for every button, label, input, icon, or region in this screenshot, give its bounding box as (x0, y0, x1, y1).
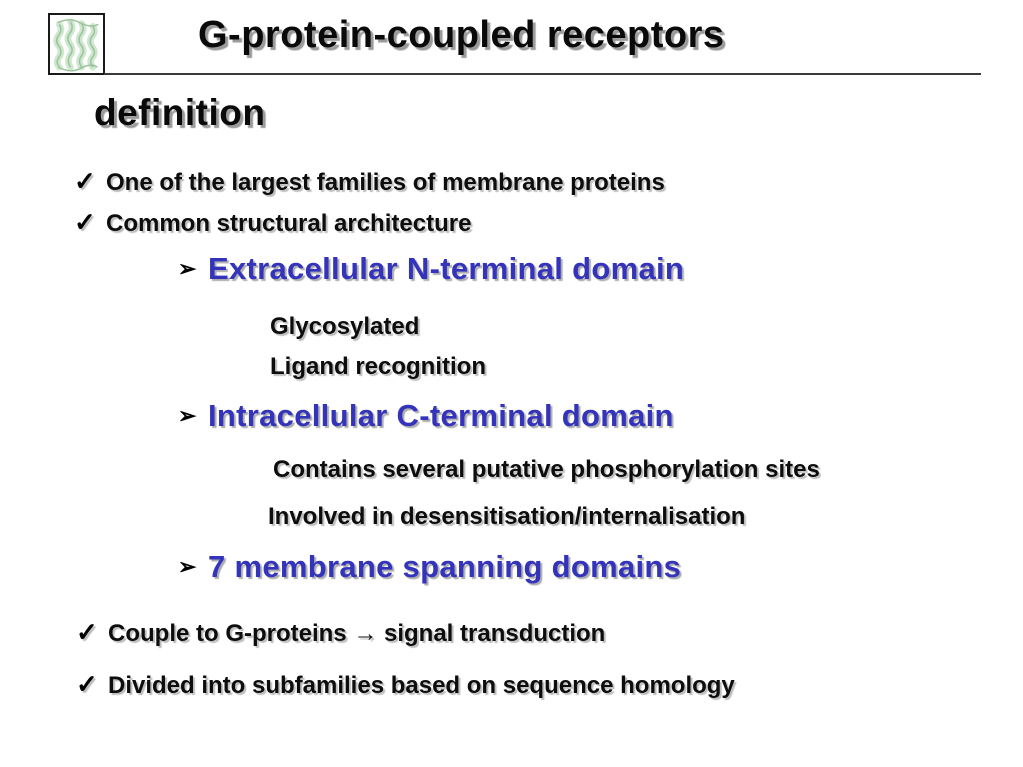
list-item-label: Divided into subfamilies based on sequen… (108, 672, 735, 699)
list-item-label: Extracellular N-terminal domain (208, 251, 685, 286)
list-item: ✓ One of the largest families of membrane… (74, 166, 665, 197)
list-item: ➢ Intracellular C-terminal domain (178, 398, 674, 434)
list-item: ➢ 7 membrane spanning domains (178, 549, 681, 585)
arrowhead-bullet-icon: ➢ (178, 554, 197, 579)
slide-subtitle: definition (94, 92, 266, 133)
check-icon: ✓ (74, 207, 96, 237)
check-icon: ✓ (74, 166, 96, 196)
list-item: ➢ Extracellular N-terminal domain (178, 251, 684, 287)
arrowhead-bullet-icon: ➢ (178, 403, 197, 428)
title-divider-line (104, 73, 981, 75)
check-icon: ✓ (76, 617, 98, 647)
list-item: Ligand recognition (270, 353, 486, 381)
list-item: Involved in desensitisation/internalisat… (268, 503, 745, 531)
check-icon: ✓ (76, 669, 98, 699)
protein-ribbon-icon (53, 18, 99, 72)
list-item-label: Involved in desensitisation/internalisat… (268, 503, 746, 530)
list-item: ✓ Common structural architecture (74, 207, 471, 238)
arrowhead-bullet-icon: ➢ (178, 256, 197, 281)
list-item-label: Intracellular C-terminal domain (208, 398, 674, 433)
list-item: Contains several putative phosphorylatio… (273, 456, 820, 484)
list-item: ✓ Divided into subfamilies based on seque… (76, 669, 735, 700)
protein-structure-logo (48, 13, 105, 75)
list-item-label: Glycosylated (270, 313, 420, 340)
list-item-label: Ligand recognition (270, 353, 486, 380)
list-item: Glycosylated (270, 313, 419, 341)
slide-title: G-protein-coupled receptors (198, 14, 725, 56)
list-item-label: One of the largest families of membrane … (106, 169, 665, 196)
list-item-label: Common structural architecture (106, 210, 472, 237)
list-item: ✓ Couple to G-proteins → signal transduct… (76, 617, 605, 648)
list-item-label: Couple to G-proteins → signal transducti… (108, 620, 606, 647)
list-item-label: 7 membrane spanning domains (208, 549, 682, 584)
list-item-label: Contains several putative phosphorylatio… (273, 456, 820, 483)
